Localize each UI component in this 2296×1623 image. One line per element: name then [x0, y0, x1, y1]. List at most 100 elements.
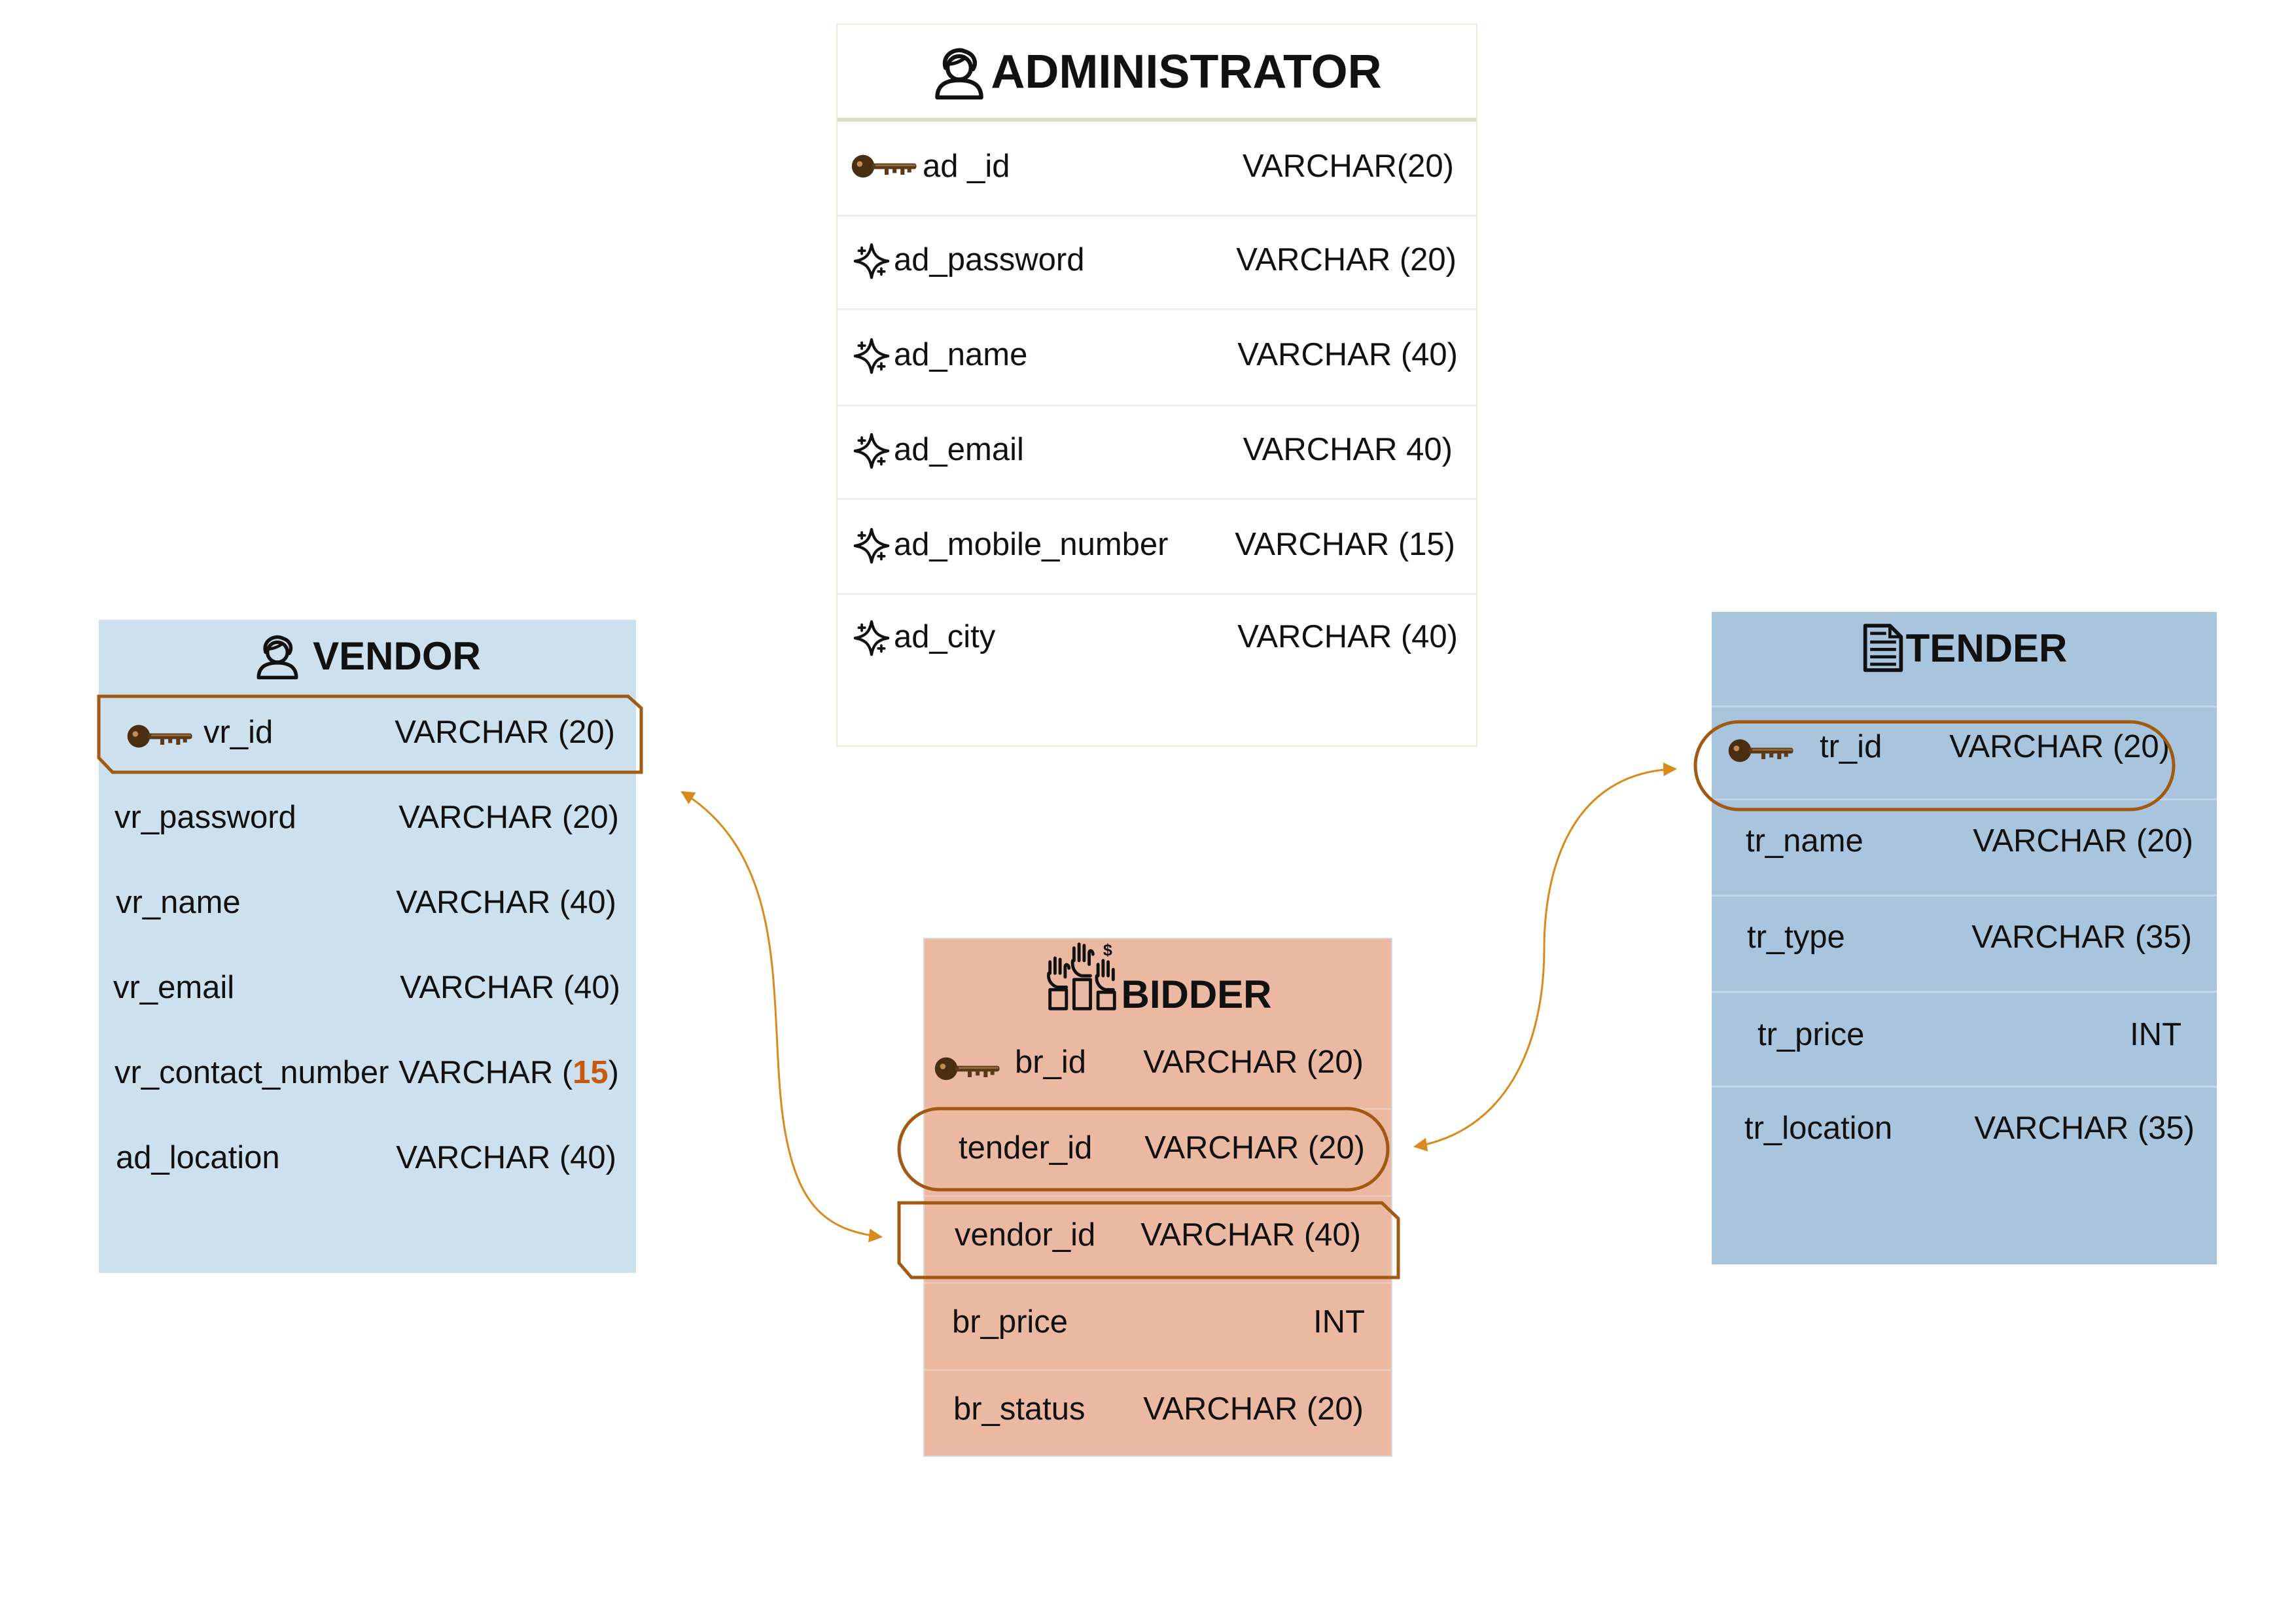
bidder-row: tender_id VARCHAR (20)	[925, 1110, 1391, 1195]
column-type: VARCHAR (40)	[1237, 619, 1458, 654]
administrator-row: ad_password VARCHAR (20)	[838, 217, 1476, 308]
column-type: VARCHAR (15)	[398, 1054, 619, 1091]
vr-id-highlight	[97, 694, 643, 774]
bidder-header: BIDDER	[925, 939, 1391, 1023]
vendor-row: vr_id VARCHAR (20)	[99, 697, 636, 774]
administrator-title: ADMINISTRATOR	[991, 46, 1382, 98]
column-type: VARCHAR (40)	[400, 970, 620, 1005]
column-type: VARCHAR (20)	[1236, 242, 1457, 277]
bidder-row: vendor_id VARCHAR (40)	[925, 1197, 1391, 1282]
administrator-row: ad_name VARCHAR (40)	[838, 310, 1476, 404]
column-name: tender_id	[959, 1130, 1093, 1166]
tender-row: tr_type VARCHAR (35)	[1712, 897, 2217, 991]
row-divider	[1712, 798, 2217, 800]
vendor-header: VENDOR	[99, 620, 636, 692]
column-type: VARCHAR (35)	[1971, 919, 2192, 955]
column-name: tr_id	[1820, 729, 1882, 764]
bidder-row: br_price INT	[925, 1284, 1391, 1369]
tender-header: TENDER	[1712, 612, 2217, 684]
type-prefix: VARCHAR (	[398, 1055, 573, 1090]
administrator-row: ad_email VARCHAR 40)	[838, 406, 1476, 498]
column-type: VARCHAR (40)	[396, 885, 616, 920]
row-divider	[925, 1282, 1391, 1284]
column-name: vr_email	[113, 970, 235, 1005]
column-type: VARCHAR (15)	[1235, 527, 1455, 562]
column-name: ad _id	[923, 149, 1010, 184]
administrator-table: ADMINISTRATOR ad _id VARCHAR(20) ad_pass…	[836, 24, 1477, 747]
column-type: VARCHAR (40)	[396, 1140, 616, 1175]
column-type: VARCHAR (20)	[1143, 1391, 1364, 1427]
tender-row: tr_name VARCHAR (20)	[1712, 800, 2217, 895]
column-name: vendor_id	[955, 1217, 1096, 1253]
column-type: INT	[2130, 1017, 2181, 1052]
column-name: br_status	[953, 1391, 1086, 1427]
row-divider	[1712, 1086, 2217, 1088]
bidder-row: br_status VARCHAR (20)	[925, 1371, 1391, 1456]
bidder-title: BIDDER	[1121, 972, 1272, 1016]
tender-row: tr_id VARCHAR (20)	[1712, 707, 2217, 798]
tender-bidder-connector	[1413, 762, 1678, 1152]
vendor-bidder-connector	[680, 791, 883, 1243]
vendor-row: ad_location VARCHAR (40)	[99, 1118, 636, 1204]
row-divider	[925, 1195, 1391, 1197]
row-divider	[1712, 705, 2217, 707]
highlighted-number: 15	[573, 1055, 609, 1090]
column-type: VARCHAR (20)	[395, 715, 615, 750]
column-type: VARCHAR (20)	[1143, 1044, 1364, 1080]
column-name: vr_password	[115, 800, 296, 835]
column-type: VARCHAR (20)	[398, 800, 619, 835]
column-name: tr_name	[1746, 823, 1863, 859]
column-name: ad_email	[894, 432, 1024, 467]
administrator-row: ad_mobile_number VARCHAR (15)	[838, 500, 1476, 593]
vendor-row: vr_contact_number VARCHAR (15)	[99, 1033, 636, 1118]
column-name: ad_password	[894, 242, 1085, 277]
type-suffix: )	[608, 1055, 619, 1090]
tr-id-highlight	[1693, 720, 2176, 812]
column-name: vr_id	[203, 715, 274, 750]
column-type: VARCHAR (20)	[1144, 1130, 1365, 1166]
column-name: vr_name	[116, 885, 241, 920]
row-divider	[1712, 991, 2217, 993]
column-type: VARCHAR (35)	[1974, 1111, 2195, 1146]
row-divider	[1712, 895, 2217, 897]
row-divider	[925, 1369, 1391, 1371]
column-name: tr_location	[1744, 1111, 1893, 1146]
row-divider	[838, 404, 1476, 406]
bidder-row: br_id VARCHAR (20)	[925, 1024, 1391, 1108]
tender-row: tr_location VARCHAR (35)	[1712, 1088, 2217, 1181]
tender-title: TENDER	[1905, 626, 2068, 670]
vendor-row: vr_name VARCHAR (40)	[99, 863, 636, 948]
column-name: ad_mobile_number	[894, 527, 1169, 562]
column-type: INT	[1313, 1304, 1365, 1340]
vendor-row: vr_email VARCHAR (40)	[99, 948, 636, 1033]
administrator-row: ad _id VARCHAR(20)	[838, 123, 1476, 215]
vendor-table: VENDOR vr_id VARCHAR (20) vr_password VA…	[99, 620, 636, 1273]
column-type: VARCHAR 40)	[1243, 432, 1453, 467]
vendor-title: VENDOR	[313, 633, 481, 678]
row-divider	[838, 308, 1476, 310]
column-name: ad_name	[894, 337, 1028, 372]
column-type: VARCHAR (40)	[1237, 337, 1458, 372]
row-divider	[838, 593, 1476, 595]
column-name: ad_location	[116, 1140, 280, 1175]
vendor-row: vr_password VARCHAR (20)	[99, 778, 636, 863]
bidder-table: BIDDER br_id VARCHAR (20) tender_id VARC…	[923, 938, 1392, 1457]
column-name: vr_contact_number	[115, 1055, 389, 1090]
tender-id-highlight	[897, 1107, 1390, 1192]
row-divider	[838, 498, 1476, 500]
column-type: VARCHAR(20)	[1242, 149, 1454, 184]
column-type: VARCHAR (40)	[1140, 1217, 1361, 1253]
column-type: VARCHAR (20)	[1973, 823, 2193, 859]
column-name: tr_type	[1747, 919, 1845, 955]
row-divider	[838, 215, 1476, 217]
administrator-row: ad_city VARCHAR (40)	[838, 595, 1476, 687]
column-name: tr_price	[1757, 1017, 1865, 1052]
column-name: ad_city	[894, 619, 996, 654]
tender-row: tr_price INT	[1712, 993, 2217, 1086]
column-name: br_price	[952, 1304, 1069, 1340]
vendor-id-highlight	[897, 1201, 1400, 1279]
column-type: VARCHAR (20)	[1949, 729, 2170, 764]
column-name: br_id	[1015, 1044, 1086, 1080]
header-divider	[838, 118, 1476, 122]
